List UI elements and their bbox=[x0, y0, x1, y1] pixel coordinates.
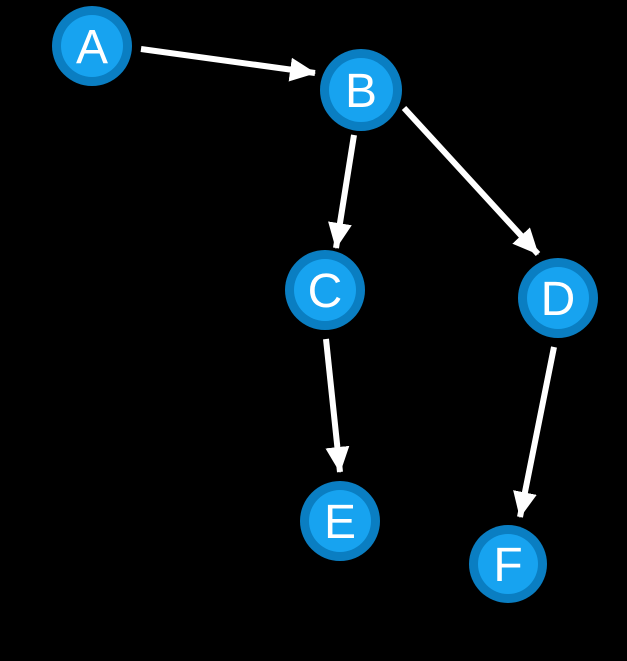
edge-B-C bbox=[328, 134, 357, 249]
node-body bbox=[527, 267, 589, 329]
edge-A-B bbox=[140, 46, 316, 82]
node-body bbox=[478, 534, 538, 594]
node-body bbox=[61, 15, 123, 77]
edge-B-D bbox=[401, 105, 541, 257]
node-B[interactable]: B bbox=[320, 49, 402, 131]
edge-D-F bbox=[513, 346, 557, 518]
edge-C-E bbox=[323, 338, 350, 473]
node-C[interactable]: C bbox=[285, 250, 365, 330]
node-F[interactable]: F bbox=[469, 525, 547, 603]
node-body bbox=[329, 58, 393, 122]
node-A[interactable]: A bbox=[52, 6, 132, 86]
node-body bbox=[294, 259, 356, 321]
node-D[interactable]: D bbox=[518, 258, 598, 338]
node-body bbox=[309, 490, 371, 552]
node-E[interactable]: E bbox=[300, 481, 380, 561]
